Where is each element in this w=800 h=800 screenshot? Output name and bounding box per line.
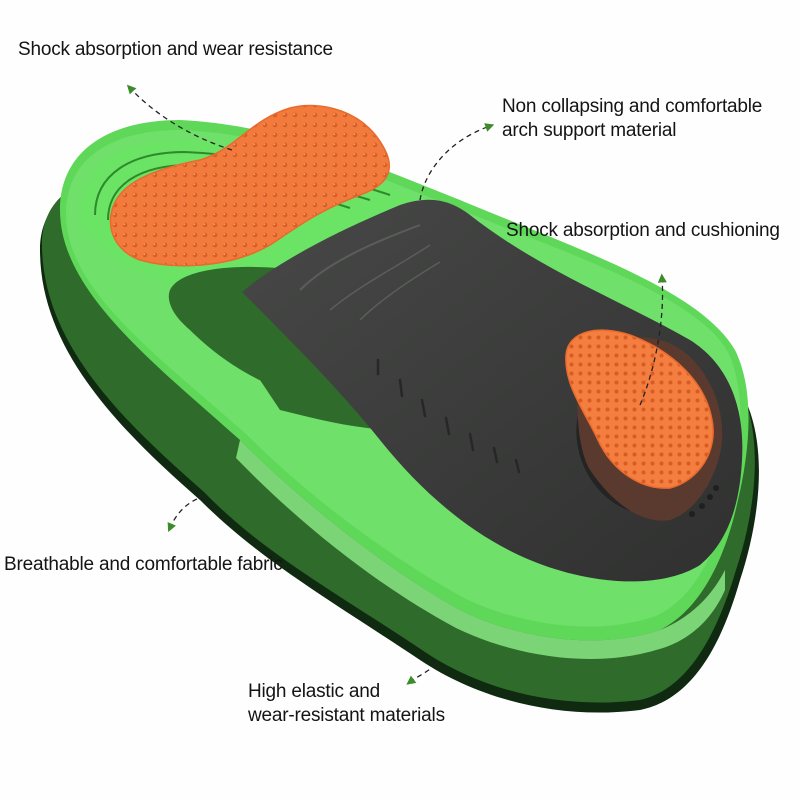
callout-arrows (126, 84, 667, 685)
label-breathable-fabric: Breathable and comfortable fabric (4, 554, 283, 575)
arrow-heel (639, 273, 667, 406)
label-shock-absorption-cushioning: Shock absorption and cushioning (506, 220, 780, 241)
heel-pad (565, 329, 723, 521)
arrow-base (406, 663, 437, 685)
arrow-fabric (167, 494, 206, 533)
arrow-arch (419, 123, 495, 201)
label-arch-support: Non collapsing and comfortable arch supp… (502, 96, 763, 141)
label-shock-absorption-wear-resistance: Shock absorption and wear resistance (18, 39, 333, 60)
arrow-forefoot (126, 84, 233, 151)
forefoot-pad (109, 104, 390, 267)
label-high-elastic-materials: High elastic and wear-resistant material… (248, 681, 445, 726)
